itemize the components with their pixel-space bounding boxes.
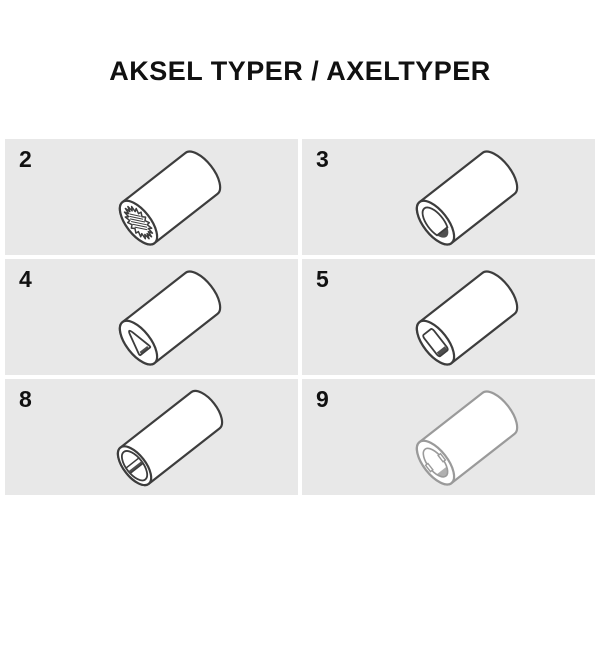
- axle-type-number: 4: [19, 266, 32, 292]
- axle-type-cell-9: 9: [302, 379, 595, 495]
- axle-type-number: 9: [316, 386, 329, 412]
- axle-type-number: 5: [316, 266, 329, 292]
- cylinder-spline-bore-icon: [118, 150, 222, 246]
- axle-types-grid: 2 3 4 5 8 9: [5, 139, 595, 495]
- cylinder-notched-bore-icon: [415, 390, 519, 486]
- axle-type-cell-4: 4: [5, 259, 298, 375]
- cylinder-round-flat-bore-icon: [415, 150, 519, 246]
- page-title: AKSEL TYPER / AXELTYPER: [109, 56, 491, 86]
- axle-type-cell-5: 5: [302, 259, 595, 375]
- axle-type-number: 8: [19, 386, 32, 412]
- axle-type-cell-3: 3: [302, 139, 595, 255]
- axle-type-number: 2: [19, 146, 32, 172]
- axle-type-cell-2: 2: [5, 139, 298, 255]
- cylinder-triangle-bore-icon: [118, 270, 222, 366]
- cylinder-slot-bore-icon: [116, 389, 224, 487]
- cylinder-square-bore-icon: [415, 270, 519, 366]
- axle-type-number: 3: [316, 146, 329, 172]
- axle-type-cell-8: 8: [5, 379, 298, 495]
